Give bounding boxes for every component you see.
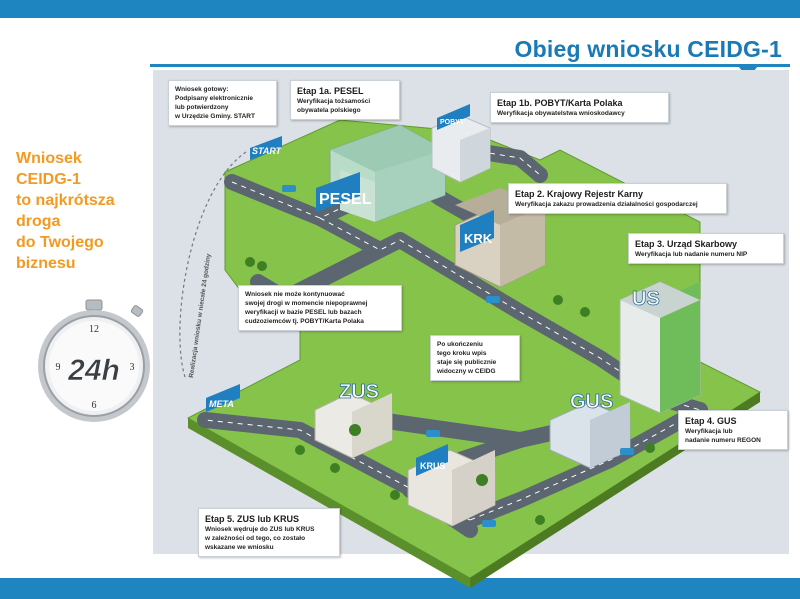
callout-line: lub potwierdzony — [175, 104, 229, 111]
stopwatch-icon: 12 3 6 9 24h — [38, 299, 150, 422]
callout-title: Etap 3. Urząd Skarbowy — [635, 239, 738, 249]
clock-side-text: Realizacja wniosku w niecałe 24 godziny — [188, 253, 212, 378]
callout-title: Etap 1a. PESEL — [297, 86, 364, 96]
callout-title: Etap 2. Krajowy Rejestr Karny — [515, 189, 644, 199]
sign-pobyt: POBYT — [440, 119, 465, 126]
clock-label: 24h — [67, 354, 120, 387]
callout-error: Wniosek nie może kontynuować swojej drog… — [238, 285, 402, 331]
callout-title: Etap 1b. POBYT/Karta Polaka — [497, 98, 623, 108]
pobyt-building — [431, 115, 491, 183]
callout-us: Etap 3. Urząd Skarbowy Weryfikacja lub n… — [628, 233, 784, 264]
signboards: START PESEL POBYT KRK US GUS ZUS KRUS ME… — [206, 104, 660, 476]
cars — [282, 185, 634, 527]
tagline-line: biznesu — [16, 255, 76, 272]
tagline: Wniosek CEIDG-1 to najkrótsza droga do T… — [16, 148, 146, 274]
callout-line: staje się publicznie — [437, 359, 497, 366]
callout-line: obywatela polskiego — [297, 107, 361, 114]
callout-line: tego kroku wpis — [437, 350, 487, 357]
callout-line: weryfikacji w bazie PESEL lub bazach — [245, 309, 362, 316]
pesel-building — [329, 124, 446, 223]
clock-number: 3 — [130, 362, 135, 373]
callout-line: wskazane we wniosku — [205, 544, 274, 551]
bottom-band — [0, 578, 800, 599]
callout-title: Etap 4. GUS — [685, 416, 737, 426]
sign-pesel: PESEL — [319, 191, 372, 208]
callout-line: Wniosek wędruje do ZUS lub KRUS — [205, 526, 315, 533]
tagline-line: CEIDG-1 — [16, 171, 81, 188]
callout-start: Wniosek gotowy: Podpisany elektronicznie… — [168, 80, 277, 126]
callout-line: w zależności od tego, co zostało — [205, 535, 306, 542]
us-building — [619, 281, 701, 414]
callout-line: widoczny w CEIDG — [437, 368, 496, 375]
sign-meta: META — [209, 399, 234, 409]
callout-line: Weryfikacja tożsamości — [297, 98, 371, 105]
callout-line: Po ukończeniu — [437, 341, 483, 348]
time-path — [179, 151, 247, 381]
clock-number: 9 — [56, 362, 61, 373]
callout-pesel: Etap 1a. PESEL Weryfikacja tożsamości ob… — [290, 80, 400, 120]
tagline-line: droga — [16, 213, 61, 230]
callout-line: Podpisany elektronicznie — [175, 95, 254, 102]
callout-line: Weryfikacja zakazu prowadzenia działalno… — [515, 201, 698, 208]
callout-line: Weryfikacja obywatelstwa wnioskodawcy — [497, 110, 625, 117]
sign-gus: GUS — [570, 391, 613, 413]
callout-zus: Etap 5. ZUS lub KRUS Wniosek wędruje do … — [198, 508, 340, 557]
callout-line: w Urzędzie Gminy. START — [175, 113, 255, 120]
sign-us: US — [632, 288, 660, 310]
sign-start: START — [252, 146, 283, 156]
tagline-line: to najkrótsza — [16, 192, 115, 209]
callout-line: Weryfikacja lub — [685, 428, 733, 435]
callout-line: Wniosek nie może kontynuować — [245, 291, 345, 298]
title-rule — [150, 64, 790, 67]
callout-gus: Etap 4. GUS Weryfikacja lub nadanie nume… — [678, 410, 788, 450]
page-title: Obieg wniosku CEIDG-1 — [514, 36, 782, 62]
sign-zus: ZUS — [339, 381, 379, 403]
callout-title: Etap 5. ZUS lub KRUS — [205, 514, 300, 524]
tagline-line: do Twojego — [16, 234, 104, 251]
clock-number: 12 — [89, 324, 99, 335]
top-band — [0, 0, 800, 18]
callout-pobyt: Etap 1b. POBYT/Karta Polaka Weryfikacja … — [490, 92, 669, 123]
callout-krk: Etap 2. Krajowy Rejestr Karny Weryfikacj… — [508, 183, 727, 214]
clock-number: 6 — [92, 400, 97, 411]
callout-ceidg: Po ukończeniu tego kroku wpis staje się … — [430, 335, 520, 381]
callout-line: Wniosek gotowy: — [175, 86, 229, 93]
sign-krus: KRUS — [420, 461, 446, 471]
sign-krk: KRK — [464, 231, 493, 246]
trees — [245, 257, 655, 525]
tagline-line: Wniosek — [16, 150, 82, 167]
callout-line: Weryfikacja lub nadanie numeru NIP — [635, 251, 748, 258]
callout-line: nadanie numeru REGON — [685, 437, 761, 444]
callout-line: cudzoziemców tj. POBYT/Karta Polaka — [245, 318, 364, 325]
callout-line: swojej drogi w momencie niepoprawnej — [245, 300, 368, 307]
